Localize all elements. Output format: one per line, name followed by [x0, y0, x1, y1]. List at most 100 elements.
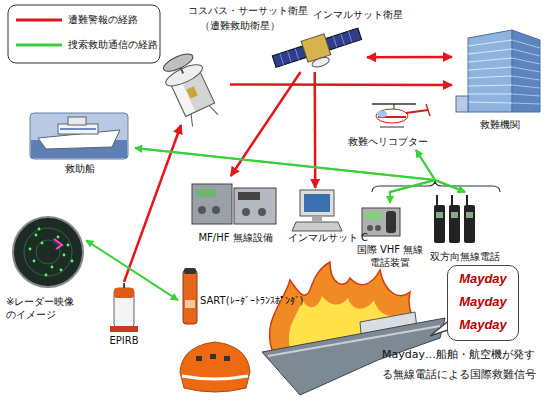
legend-sample-line [16, 44, 62, 47]
rescue-ship [68, 117, 86, 125]
helicopter [376, 109, 408, 123]
mf-hf-radio-equipment [196, 189, 216, 197]
lifeboat [180, 342, 250, 392]
device-node: SART(ﾚｰﾀﾞｰﾄﾗﾝｽﾎﾟﾝﾀﾞ) [178, 266, 306, 326]
building [468, 40, 512, 103]
radar-echo [54, 239, 62, 249]
handheld-radios [449, 205, 460, 243]
route-arrow [124, 125, 181, 282]
legend-entry: 捜索救助通信の経路 [68, 39, 158, 51]
node-label: SART(ﾚｰﾀﾞｰﾄﾗﾝｽﾎﾟﾝﾀﾞ) [200, 294, 304, 307]
route-arrow [135, 148, 465, 192]
mf-hf-radio-equipment [238, 192, 260, 200]
radar-ring [36, 240, 60, 264]
equipment-node: 国際 VHF 無線電話装置 [355, 203, 425, 265]
radar-screen [6, 215, 86, 291]
inmarsat-satellite [272, 46, 306, 67]
epirb-device [114, 288, 134, 298]
legend-text: 捜索救助通信の経路 [68, 39, 158, 50]
legend-entry: 遭難警報の経路 [68, 14, 138, 26]
helicopter [372, 104, 430, 127]
helicopter-node: 救難ヘリコプター [340, 95, 435, 150]
route-arrow [86, 240, 178, 300]
handheld-radios [436, 212, 443, 218]
node-label: 救難ヘリコプター [340, 135, 435, 148]
route-arrow [416, 150, 465, 192]
legend-frame [8, 5, 160, 63]
node-label: MF/HF 無線設備 [188, 231, 283, 244]
node-label: （遭難救助衛星） [200, 19, 280, 32]
device-node: EPIRB [104, 282, 144, 348]
handheld-radios [466, 195, 468, 205]
sart-device [185, 300, 195, 308]
building [468, 30, 512, 112]
vhf-radiotelephone [362, 208, 400, 236]
distress-call: Mayday [448, 294, 518, 311]
handheld-radios [434, 195, 475, 243]
mf-hf-radio-equipment [198, 206, 206, 214]
epirb-device [114, 288, 134, 328]
speech-bubble: MaydayMaydayMayday [447, 265, 519, 341]
cospas-satellite [161, 50, 195, 74]
rescue-ship [30, 113, 128, 159]
inmarsat-c-terminal [300, 190, 334, 216]
legend-sample-line [16, 19, 62, 22]
helicopter [426, 104, 430, 116]
node-label: EPIRB [99, 334, 149, 347]
node-label: 救難機関 [452, 118, 547, 131]
building [456, 96, 468, 112]
inmarsat-satellite [271, 23, 366, 79]
node-label: 救助船 [25, 162, 135, 175]
radar-ring [24, 228, 72, 276]
node-label: インマルサット衛星 [313, 8, 403, 21]
lifeboat [180, 342, 250, 392]
radar-echo [67, 244, 70, 247]
distress-call: Mayday [448, 271, 518, 288]
inmarsat-c-terminal [312, 216, 322, 221]
radar-echo [60, 269, 63, 272]
mf-hf-radio-equipment [212, 206, 220, 214]
route-arrow [230, 83, 452, 86]
handheld-radios [451, 212, 458, 218]
epirb-device [110, 283, 138, 332]
helicopter [377, 111, 387, 118]
epirb-device [123, 283, 125, 288]
node-label: 国際 VHF 無線電話装置 [355, 243, 425, 269]
ship-node: 救助船 [25, 110, 135, 178]
sart-device [183, 268, 197, 324]
route-arrow [367, 56, 452, 59]
radar-echo [41, 242, 44, 245]
node-label: インマルサット C [283, 231, 373, 244]
lifeboat [182, 376, 248, 379]
rescue-ship [60, 128, 96, 130]
helicopter [380, 127, 404, 128]
node-label: コスパス・サーサット衛星 [188, 4, 308, 17]
inmarsat-satellite [326, 28, 362, 50]
inmarsat-c-terminal [304, 194, 330, 212]
node-label: 双方向無線電話 [425, 250, 505, 263]
radar-echo [33, 260, 36, 263]
cospas-satellite [186, 86, 197, 98]
vhf-radiotelephone [367, 225, 373, 231]
radar-echo [51, 266, 54, 269]
handheld-radios [451, 195, 453, 205]
handheld-radios [436, 195, 438, 205]
building [456, 30, 540, 112]
cospas-satellite [158, 49, 224, 129]
inmarsat-satellite [280, 48, 299, 64]
inmarsat-c-terminal [292, 222, 342, 231]
legend-sample-line [16, 20, 62, 45]
radar-echo [71, 260, 74, 263]
vhf-radiotelephone [366, 212, 382, 220]
cospas-satellite [209, 104, 218, 117]
radar-node: ※レーダー映像のイメージ [6, 215, 86, 325]
equipment-node: MF/HF 無線設備 [188, 176, 283, 244]
radar-echo [63, 254, 66, 257]
building [512, 40, 540, 104]
inmarsat-satellite [333, 31, 352, 47]
vhf-radiotelephone [375, 225, 381, 231]
sart-device [183, 270, 197, 324]
radar-echo [57, 236, 60, 239]
